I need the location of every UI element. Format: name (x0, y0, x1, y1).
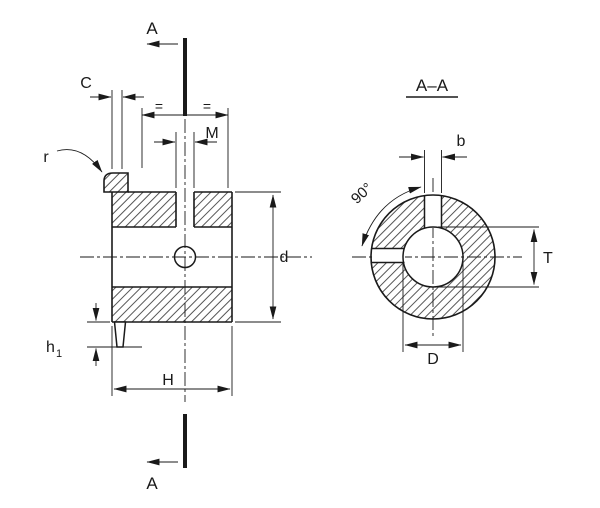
hub-wall-hatch-bottom (112, 287, 232, 322)
dim-h1-extension-lines (87, 321, 142, 348)
hub-wall-hatch-top-left (112, 192, 176, 227)
dim-D-extension-lines (402, 262, 464, 352)
label-section-a-bottom: A (146, 474, 158, 493)
bore-circle (402, 226, 464, 288)
dim-angle-arc (361, 186, 422, 247)
labels: A A C r = = M d H h 1 A–A b 90° T D (43, 19, 553, 493)
label-bore-diameter-d: D (427, 351, 439, 368)
label-tooth-height-h1-subscript: 1 (56, 348, 62, 360)
label-hub-length-h: H (162, 372, 174, 389)
label-section-a-top: A (146, 19, 158, 38)
dim-r-leader (56, 149, 103, 173)
section-view-title: A–A (416, 76, 449, 95)
hub-wall-hatch-top-right (194, 192, 232, 227)
setscrew-hole-section (372, 248, 405, 263)
hub-outer-circle (370, 194, 496, 320)
dim-T-extension-lines (438, 226, 539, 288)
dim-d-extension-lines (235, 191, 281, 323)
dim-M-extension-lines (175, 132, 195, 188)
keyway-slot-sides (423, 195, 443, 229)
setscrew-hole-sides (372, 247, 405, 264)
dimensions-left-view (56, 90, 281, 396)
bottom-tooth-profile (113, 321, 127, 348)
dimensions-section-view (361, 96, 539, 352)
label-angle-90: 90° (348, 180, 376, 208)
label-keyway-width-b: b (457, 133, 466, 150)
label-fillet-radius-r: r (43, 149, 49, 166)
label-pitch-diameter-d: d (280, 249, 289, 266)
label-tooth-height-h1: h (46, 339, 55, 356)
dim-b-extension-lines (424, 150, 442, 193)
label-equal-right: = (203, 98, 211, 114)
front-section-view (103, 172, 233, 348)
top-tooth-profile (103, 172, 129, 193)
keyway-slot (424, 192, 442, 228)
dim-H-extension-lines (111, 326, 233, 396)
label-equal-left: = (155, 98, 163, 114)
label-tooth-width-c: C (80, 75, 92, 92)
label-setscrew-m: M (205, 125, 218, 142)
dim-C-extension-lines (111, 90, 123, 169)
label-keyway-depth-t: T (543, 250, 553, 267)
